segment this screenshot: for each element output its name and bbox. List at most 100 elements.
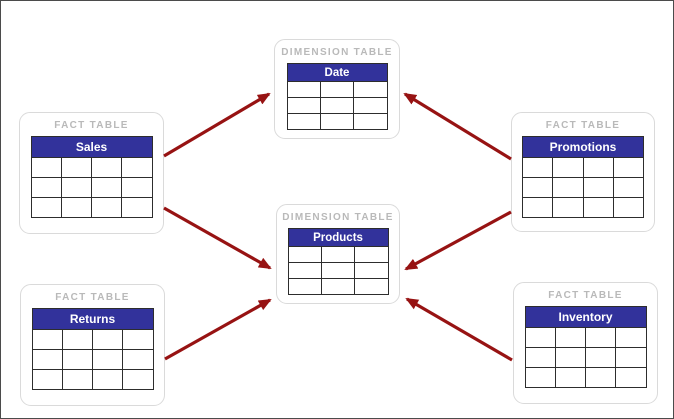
table-cell — [354, 278, 389, 295]
products-table: Products — [287, 228, 389, 295]
table-row — [30, 197, 153, 218]
table-cell — [319, 81, 355, 98]
table-cell — [30, 157, 62, 178]
table-cell — [121, 197, 153, 218]
arrow-sales-to-date — [163, 92, 271, 158]
table-cell — [61, 329, 94, 350]
table-cell — [524, 347, 556, 368]
table-cell — [121, 157, 153, 178]
table-cell — [554, 347, 587, 368]
table-cell — [90, 177, 123, 198]
table-row — [521, 157, 645, 178]
table-cell — [287, 278, 322, 295]
table-row — [524, 327, 647, 348]
table-cell — [91, 369, 124, 390]
table-cell — [582, 177, 614, 198]
table-cell — [584, 327, 617, 348]
card-type-label: DIMENSION TABLE — [282, 212, 394, 223]
table-cell — [521, 157, 554, 178]
table-cell — [582, 157, 614, 178]
table-cell — [354, 246, 389, 263]
sales-table: Sales — [30, 136, 153, 218]
table-cell — [61, 349, 94, 370]
arrow-inventory-to-products — [405, 297, 513, 362]
table-cell — [31, 349, 63, 370]
table-cell — [91, 349, 124, 370]
table-cell — [554, 327, 587, 348]
fact-table-card-returns: FACT TABLE Returns — [20, 284, 165, 406]
fact-table-card-promotions: FACT TABLE Promotions — [511, 112, 655, 232]
table-cell — [122, 349, 154, 370]
table-row — [31, 329, 154, 350]
table-cell — [552, 177, 584, 198]
table-cell — [612, 177, 645, 198]
table-cell — [612, 197, 645, 218]
table-cell — [90, 157, 123, 178]
dimension-table-card-products: DIMENSION TABLE Products — [276, 204, 400, 304]
card-type-label: FACT TABLE — [54, 120, 129, 131]
arrow-sales-to-products — [163, 206, 272, 270]
table-row — [286, 97, 388, 114]
date-table: Date — [286, 63, 388, 130]
table-cell — [552, 157, 584, 178]
card-type-label: FACT TABLE — [55, 292, 130, 303]
table-title: Products — [287, 228, 389, 247]
table-cell — [615, 367, 647, 388]
table-cell — [320, 278, 356, 295]
promotions-table: Promotions — [521, 136, 645, 218]
table-cell — [122, 369, 154, 390]
table-cell — [286, 97, 321, 114]
inventory-table: Inventory — [524, 306, 647, 388]
table-cell — [521, 197, 554, 218]
table-row — [287, 246, 389, 263]
arrow-returns-to-products — [164, 298, 272, 361]
table-cell — [60, 197, 93, 218]
table-cell — [287, 246, 322, 263]
table-title: Promotions — [522, 136, 644, 158]
table-cell — [554, 367, 587, 388]
table-cell — [31, 329, 63, 350]
fact-table-card-inventory: FACT TABLE Inventory — [513, 282, 658, 404]
table-row — [521, 197, 645, 218]
arrow-promotions-to-date — [403, 92, 512, 161]
table-cell — [612, 157, 645, 178]
table-cell — [524, 367, 556, 388]
table-row — [287, 262, 389, 279]
fact-table-card-sales: FACT TABLE Sales — [19, 112, 164, 234]
table-row — [30, 157, 153, 178]
table-cell — [31, 369, 63, 390]
table-cell — [615, 347, 647, 368]
arrow-promotions-to-products — [404, 210, 512, 271]
table-cell — [615, 327, 647, 348]
card-type-label: DIMENSION TABLE — [281, 47, 393, 58]
returns-table: Returns — [31, 308, 154, 390]
dimension-table-card-date: DIMENSION TABLE Date — [274, 39, 400, 139]
table-cell — [320, 262, 356, 279]
table-row — [524, 367, 647, 388]
table-row — [287, 278, 389, 295]
table-cell — [121, 177, 153, 198]
table-title: Sales — [30, 136, 153, 158]
table-cell — [353, 113, 388, 130]
table-cell — [287, 262, 322, 279]
table-row — [31, 369, 154, 390]
table-row — [286, 81, 388, 98]
table-cell — [30, 197, 62, 218]
table-cell — [584, 367, 617, 388]
table-title: Inventory — [524, 306, 647, 328]
table-cell — [60, 177, 93, 198]
table-cell — [90, 197, 123, 218]
table-cell — [30, 177, 62, 198]
table-cell — [320, 246, 356, 263]
table-cell — [60, 157, 93, 178]
table-cell — [91, 329, 124, 350]
table-cell — [61, 369, 94, 390]
table-cell — [122, 329, 154, 350]
table-cell — [353, 97, 388, 114]
table-cell — [582, 197, 614, 218]
card-type-label: FACT TABLE — [548, 290, 623, 301]
table-row — [524, 347, 647, 368]
table-row — [31, 349, 154, 370]
table-cell — [286, 113, 321, 130]
